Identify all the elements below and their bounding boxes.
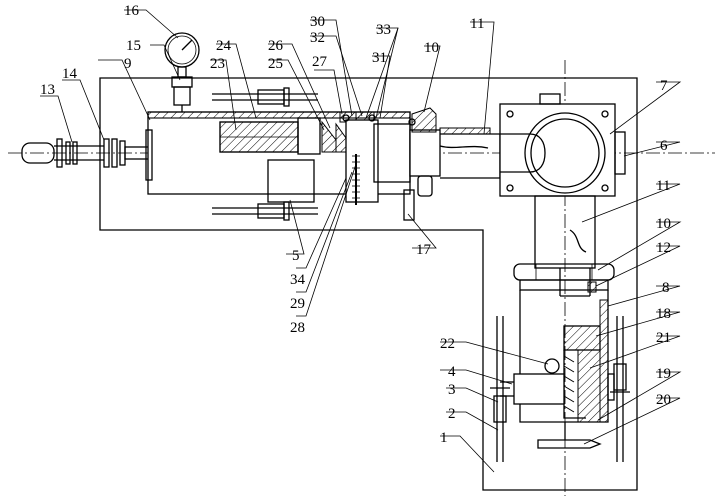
vertical-cylinder: [500, 263, 615, 449]
guide-rods: [490, 316, 630, 462]
label-33: 33: [376, 22, 391, 38]
label-7: 7: [660, 78, 668, 94]
label-9: 9: [124, 56, 132, 72]
label-29: 29: [290, 296, 305, 312]
label-13: 13: [40, 82, 55, 98]
label-27: 27: [312, 54, 328, 70]
label-30: 30: [310, 14, 325, 30]
label-20: 20: [656, 392, 671, 408]
label-2: 2: [448, 406, 456, 422]
label-16: 16: [124, 3, 140, 19]
label-3: 3: [448, 382, 456, 398]
label-5: 5: [292, 248, 300, 264]
label-24: 24: [216, 38, 232, 54]
label-15: 15: [126, 38, 141, 54]
horizontal-shaft: [403, 107, 501, 221]
label-21: 21: [656, 330, 671, 346]
pressure-gauge: [164, 32, 200, 112]
label-4: 4: [448, 364, 456, 380]
tie-rods: [212, 87, 318, 221]
label-28: 28: [290, 320, 305, 336]
label-25: 25: [268, 56, 283, 72]
label-31: 31: [372, 50, 387, 66]
label-23: 23: [210, 56, 225, 72]
label-26: 26: [268, 38, 284, 54]
label-10-top: 10: [424, 40, 439, 56]
label-32: 32: [310, 30, 325, 46]
label-8: 8: [662, 280, 670, 296]
hose-assembly: [21, 138, 151, 168]
label-14: 14: [62, 66, 78, 82]
label-1: 1: [440, 430, 448, 446]
horizontal-cylinder: [145, 111, 416, 205]
label-6: 6: [660, 138, 668, 154]
label-18: 18: [656, 306, 671, 322]
label-19: 19: [656, 366, 671, 382]
label-34: 34: [290, 272, 306, 288]
leader-lines: [40, 9, 682, 473]
label-11-top: 11: [470, 16, 484, 32]
label-17: 17: [416, 242, 432, 258]
label-10-right: 10: [656, 216, 671, 232]
part-number-labels: 16 15 14 13 9 24 23 26 25 27 30 32 33 31…: [40, 3, 671, 446]
base-plate-outline: [99, 77, 638, 491]
label-12: 12: [656, 240, 671, 256]
label-22: 22: [440, 336, 455, 352]
label-11-right: 11: [656, 178, 670, 194]
gearbox-housing: [499, 93, 626, 197]
